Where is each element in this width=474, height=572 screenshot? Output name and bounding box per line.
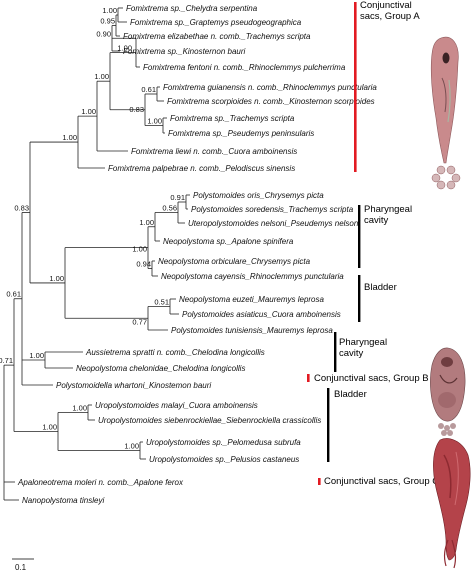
- scale-bar-label: 0.1: [15, 563, 27, 572]
- taxon-label: Fomixtrema sp._Graptemys pseudogeographi…: [130, 18, 302, 27]
- group-bar: [327, 388, 330, 462]
- group-label: cavity: [364, 215, 389, 226]
- taxon-label: Fomixtrema sp._Pseudemys peninsularis: [168, 129, 314, 138]
- support-value: 0.56: [162, 204, 177, 213]
- support-value: 0.95: [100, 17, 115, 26]
- support-value: 0.51: [154, 298, 169, 307]
- support-value: 1.00: [102, 6, 117, 15]
- support-value: 1.00: [29, 351, 44, 360]
- group-label: Bladder: [334, 389, 367, 400]
- support-value: 1.00: [42, 423, 57, 432]
- taxon-label: Polystomoides soredensis_Trachemys scrip…: [191, 205, 354, 214]
- scale-bar: 0.1: [12, 558, 34, 572]
- specimen-illustrations: [430, 36, 471, 569]
- group-label: Conjunctival sacs, Group B: [314, 373, 429, 384]
- support-value: 0.94: [136, 260, 151, 269]
- specimen-elongate-worm: [430, 36, 461, 190]
- specimen-round-worm: [430, 347, 466, 436]
- group-label: Bladder: [364, 282, 397, 293]
- taxon-label: Uteropolystomoides nelsoni_Pseudemys nel…: [188, 219, 360, 228]
- support-value: 0.61: [6, 290, 21, 299]
- support-value: 1.00: [132, 245, 147, 254]
- support-value: 1.00: [139, 218, 154, 227]
- taxon-label: Uropolystomoides malayi_Cuora amboinensi…: [95, 401, 258, 410]
- taxon-label: Aussietrema spratti n. comb._Chelodina l…: [85, 348, 265, 357]
- group-label: Pharyngeal: [339, 337, 387, 348]
- taxon-label: Fomixtrema liewi n. comb._Cuora amboinen…: [131, 147, 297, 156]
- group-label: Pharyngeal: [364, 204, 412, 215]
- taxon-label: Neopolystoma euzeti_Mauremys leprosa: [179, 295, 325, 304]
- taxon-label: Uropolystomoides siebenrockiellae_Sieben…: [98, 416, 321, 425]
- group-bar: [358, 275, 361, 322]
- tree-branches: [3, 7, 190, 501]
- group-bar: [354, 2, 357, 172]
- taxon-label: Polystomoidella whartoni_Kinostemon baur…: [56, 381, 211, 390]
- support-value: 1.00: [117, 44, 132, 53]
- taxon-label: Fomixtrema guianensis n. comb._Rhinoclem…: [163, 83, 377, 92]
- taxon-label: Fomixtrema sp._Trachemys scripta: [170, 114, 295, 123]
- taxon-labels: Fomixtrema sp._Chelydra serpentinaFomixt…: [17, 4, 377, 505]
- support-value: 1.00: [49, 274, 64, 283]
- group-bar: [307, 374, 310, 382]
- taxon-label: Fomixtrema palpebrae n. comb._Pelodiscus…: [108, 164, 295, 173]
- group-bar: [358, 205, 361, 268]
- support-value: 1.00: [81, 107, 96, 116]
- taxon-label: Fomixtrema fentoni n. comb._Rhinoclemmys…: [143, 63, 346, 72]
- support-value: 1.00: [94, 72, 109, 81]
- support-value: 0.83: [14, 203, 29, 212]
- taxon-label: Fomixtrema sp._Kinosternon bauri: [123, 47, 246, 56]
- support-value: 0.61: [141, 85, 156, 94]
- taxon-label: Uropolystomoides sp._Pelusios castaneus: [149, 455, 299, 464]
- taxon-label: Uropolystomoides sp._Pelomedusa subrufa: [146, 438, 301, 447]
- taxon-label: Nanopolystoma tinsleyi: [22, 496, 104, 505]
- group-label: sacs, Group A: [360, 11, 420, 22]
- group-label: Conjunctival sacs, Group C: [324, 476, 439, 487]
- support-value: 0.83: [129, 105, 144, 114]
- taxon-label: Neopolystoma cayensis_Rhinoclemmys punct…: [161, 272, 344, 281]
- group-bar: [334, 332, 337, 372]
- taxon-label: Fomixtrema scorpioides n. comb._Kinoster…: [167, 97, 375, 106]
- support-value: 0.91: [170, 193, 185, 202]
- taxon-label: Apaloneotrema moleri n. comb._Apalone fe…: [17, 478, 184, 487]
- taxon-label: Neopolystoma sp._Apalone spinifera: [163, 237, 294, 246]
- support-value: 1.00: [124, 442, 139, 451]
- group-bar: [318, 478, 321, 485]
- support-values: 1.000.950.901.000.611.000.831.001.001.00…: [0, 6, 185, 451]
- taxon-label: Fomixtrema sp._Chelydra serpentina: [126, 4, 258, 13]
- taxon-label: Polystomoides oris_Chrysemys picta: [193, 191, 324, 200]
- support-value: 1.00: [72, 404, 87, 413]
- taxon-label: Polystomoides tunisiensis_Mauremys lepro…: [171, 326, 333, 335]
- taxon-label: Fomixtrema elizabethae n. comb._Trachemy…: [123, 32, 311, 41]
- taxon-label: Polystomoides asiaticus_Cuora amboinensi…: [182, 310, 341, 319]
- specimen-red-worm: [433, 438, 471, 569]
- support-value: 0.71: [0, 356, 13, 365]
- support-value: 1.00: [62, 133, 77, 142]
- support-value: 0.77: [132, 317, 147, 326]
- group-label: cavity: [339, 348, 364, 359]
- group-label: Conjunctival: [360, 0, 412, 11]
- taxon-label: Neopolystoma chelonidae_Chelodina longic…: [76, 364, 245, 373]
- support-value: 1.00: [147, 117, 162, 126]
- taxon-label: Neopolystoma orbiculare_Chrysemys picta: [158, 257, 311, 266]
- support-value: 0.90: [96, 29, 111, 38]
